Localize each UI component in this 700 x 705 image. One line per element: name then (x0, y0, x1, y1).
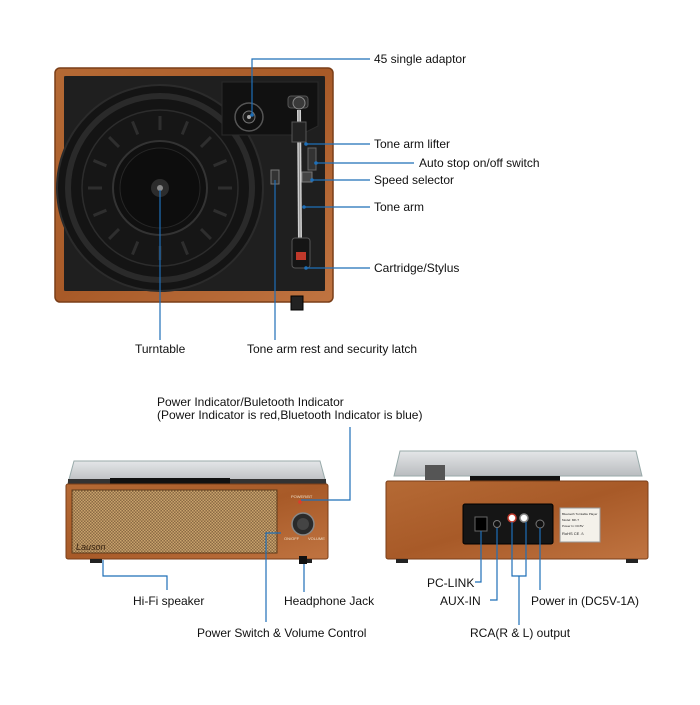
tone-arm (270, 95, 317, 269)
platter-ridge (180, 241, 189, 256)
label-speed-selector: Speed selector (374, 173, 455, 187)
label-indicator-note: (Power Indicator is red,Bluetooth Indica… (157, 408, 423, 422)
label-tone-arm-lifter: Tone arm lifter (374, 137, 451, 151)
front-leaders (102, 427, 351, 622)
label-headphone: Headphone Jack (284, 594, 375, 608)
sticker-line-3: Power In: DC5V (562, 524, 584, 528)
label-single-adaptor: 45 single adaptor (374, 52, 467, 66)
platter-ridge (108, 136, 121, 149)
dc-power-port (535, 519, 545, 529)
label-arm-rest: Tone arm rest and security latch (247, 342, 418, 356)
platter-ridge (213, 159, 228, 168)
speaker-grill (71, 489, 278, 554)
sticker-line-1: Bluetooth Turntable Player (562, 512, 597, 516)
brand-logo: Lauson (76, 542, 106, 552)
label-tone-arm: Tone arm (374, 200, 425, 214)
platter-ridge (92, 159, 107, 168)
info-sticker (559, 507, 601, 543)
platter-ridge (199, 227, 212, 240)
platter-ridge (108, 227, 121, 240)
platter-ridge (180, 120, 189, 135)
panel-on-off: ON/OFF (284, 536, 300, 541)
label-speaker: Hi-Fi speaker (133, 594, 205, 608)
label-pc-link: PC-LINK (427, 576, 475, 590)
jack-panel (462, 503, 554, 545)
volume-knob (291, 512, 315, 536)
sticker-line-4: RoHS CE ⚠ (562, 531, 584, 536)
label-rca: RCA(R & L) output (470, 626, 571, 640)
panel-power-bt: POWER/BT (291, 494, 313, 499)
back-dust-cover (393, 450, 643, 477)
headphone-jack (299, 556, 307, 564)
back-view-turntable (385, 450, 649, 563)
label-cartridge: Cartridge/Stylus (374, 261, 460, 275)
top-view-turntable (54, 67, 334, 311)
rca-right-port (507, 513, 517, 523)
platter-ridge (92, 208, 107, 217)
platter (56, 84, 264, 292)
pc-link-port (474, 516, 488, 532)
back-leaders (475, 522, 541, 625)
platter-ridge (131, 241, 140, 256)
platter-ridge (213, 208, 228, 217)
label-power-volume: Power Switch & Volume Control (197, 626, 367, 640)
rca-left-port (519, 513, 529, 523)
label-indicator-title: Power Indicator/Buletooth Indicator (157, 395, 344, 409)
label-turntable: Turntable (135, 342, 186, 356)
power-indicator (298, 500, 302, 504)
platter-ridge (199, 136, 212, 149)
label-auto-stop: Auto stop on/off switch (419, 156, 540, 170)
top-leaders (159, 58, 414, 340)
panel-volume: VOLUME (308, 536, 325, 541)
label-aux-in: AUX-IN (440, 594, 481, 608)
label-power-in: Power in (DC5V-1A) (531, 594, 640, 608)
platter-ridge (131, 120, 140, 135)
front-view-turntable (65, 460, 329, 564)
sticker-line-2: Model: MK-? (562, 518, 579, 522)
single-adaptor (234, 102, 264, 132)
aux-in-port (493, 520, 501, 528)
